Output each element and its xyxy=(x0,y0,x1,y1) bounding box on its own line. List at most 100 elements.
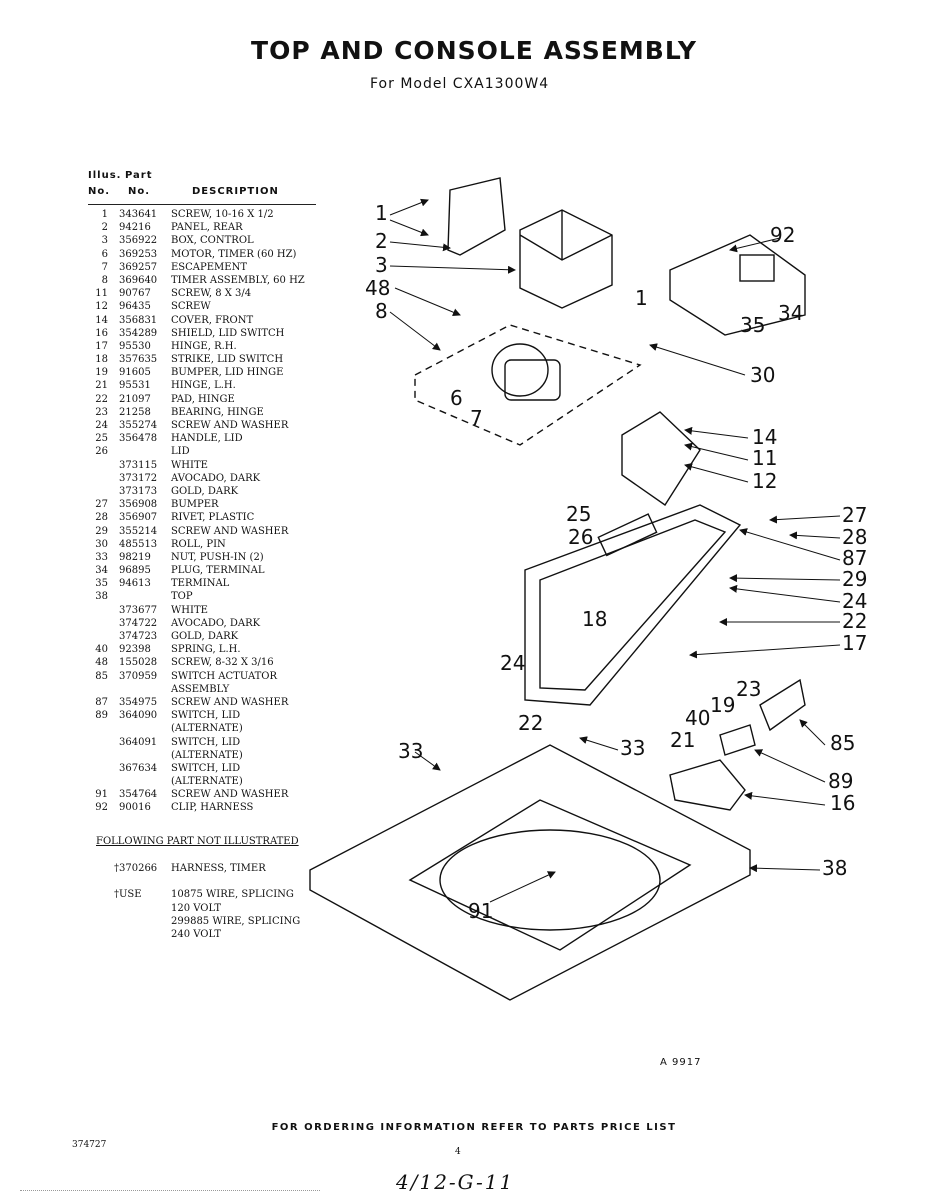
part-number: 373173 xyxy=(119,485,158,497)
table-row: 1991605Bumper, Lid Hinge xyxy=(88,366,328,379)
part-description: Harness, Timer xyxy=(171,863,266,874)
part-number: 369640 xyxy=(119,274,158,286)
illus-number: 3 xyxy=(101,235,108,247)
illus-number: 34 xyxy=(95,565,108,577)
part-number: 356478 xyxy=(119,433,158,445)
part-description: 120 Volt xyxy=(171,902,222,914)
table-row: 6369253Motor, Timer (60 HZ) xyxy=(88,248,328,261)
part-number: 90016 xyxy=(119,802,151,814)
illus-number: 17 xyxy=(95,340,108,352)
tub-rim xyxy=(439,829,661,931)
table-row: (Alternate) xyxy=(88,722,328,735)
illus-number: 16 xyxy=(95,327,108,339)
part-number: 90767 xyxy=(119,288,151,300)
part-description: (Alternate) xyxy=(171,749,243,761)
illus-number: 87 xyxy=(95,696,108,708)
part-number: 369253 xyxy=(119,248,158,260)
callout-28: 28 xyxy=(842,525,867,549)
part-description: Screw, 8 x 3/4 xyxy=(171,288,252,300)
part-description: Box, Control xyxy=(171,235,254,247)
table-row: 1296435Screw xyxy=(88,300,328,313)
illus-number: 11 xyxy=(95,288,108,300)
part-description: Lid xyxy=(171,446,190,458)
not-illustrated-row xyxy=(88,875,328,888)
table-row: 29355214Screw and Washer xyxy=(88,525,328,538)
part-number: 354764 xyxy=(119,789,158,801)
part-description: Switch, Lid xyxy=(171,762,241,774)
lid-switch xyxy=(719,724,756,756)
header-divider xyxy=(88,204,316,205)
header-part-no: No. xyxy=(128,186,151,197)
diagram-callouts: 1 1 2 3 48 8 6 7 92 34 35 30 14 11 12 25… xyxy=(365,201,867,923)
callout-24b: 24 xyxy=(500,651,525,675)
table-row: 38Top xyxy=(88,590,328,603)
illus-number: 18 xyxy=(95,354,108,366)
control-box xyxy=(519,209,613,309)
part-number: 94216 xyxy=(119,222,151,234)
callout-48: 48 xyxy=(365,276,390,300)
table-row: 373172Avocado, Dark xyxy=(88,472,328,485)
part-number: 356908 xyxy=(119,499,158,511)
table-row: 85370959Switch Actuator xyxy=(88,670,328,683)
part-number: 369257 xyxy=(119,261,158,273)
part-number: 485513 xyxy=(119,538,158,550)
part-number: 95530 xyxy=(119,340,151,352)
part-description: Gold, Dark xyxy=(171,485,239,497)
part-number: 354289 xyxy=(119,327,158,339)
part-number: 354975 xyxy=(119,696,158,708)
part-description: Screw and Washer xyxy=(171,420,289,431)
callout-29: 29 xyxy=(842,567,867,591)
table-row: 1343641Screw, 10-16 x 1/2 xyxy=(88,208,328,221)
table-row: 27356908Bumper xyxy=(88,498,328,511)
model-subtitle: For Model CXA1300W4 xyxy=(370,76,550,92)
part-number: 91605 xyxy=(119,367,151,379)
callout-1b: 1 xyxy=(635,286,648,310)
callout-17: 17 xyxy=(842,631,867,655)
part-description: 299885 Wire, Splicing xyxy=(171,915,301,927)
illus-number: 24 xyxy=(95,420,108,431)
header-part: Part xyxy=(125,170,153,181)
terminal-plug xyxy=(739,254,775,282)
callout-7: 7 xyxy=(470,406,483,430)
callout-1a: 1 xyxy=(375,201,388,225)
callout-24a: 24 xyxy=(842,589,867,613)
part-number: 364091 xyxy=(119,736,158,748)
exploded-parts-diagram: 1 1 2 3 48 8 6 7 92 34 35 30 14 11 12 25… xyxy=(309,177,867,1001)
part-description: Shield, Lid Switch xyxy=(171,327,285,339)
switch-actuator xyxy=(759,678,806,732)
callout-33a: 33 xyxy=(398,739,423,763)
callout-19: 19 xyxy=(710,693,735,717)
illus-number: 35 xyxy=(95,578,108,590)
part-description: Bumper, Lid Hinge xyxy=(171,367,284,379)
part-description: Screw xyxy=(171,301,211,313)
part-description: Rivet, Plastic xyxy=(171,512,255,524)
page-number: 4 xyxy=(455,1147,461,1157)
header-description: DESCRIPTION xyxy=(192,186,279,197)
table-row: 3356922Box, Control xyxy=(88,234,328,247)
timer-bracket xyxy=(414,324,642,446)
table-row: 4092398Spring, L.H. xyxy=(88,643,328,656)
part-description: Switch, Lid xyxy=(171,710,241,722)
table-row: 3594613Terminal xyxy=(88,577,328,590)
header-illus-no: No. xyxy=(88,186,111,197)
callout-16: 16 xyxy=(830,791,855,815)
part-number: 367634 xyxy=(119,762,158,774)
callout-8: 8 xyxy=(375,299,388,323)
callout-6: 6 xyxy=(450,386,463,410)
leader-lines xyxy=(389,198,841,903)
part-description: Bumper xyxy=(171,499,219,511)
part-description: Screw and Washer xyxy=(171,696,289,708)
part-description: Screw and Washer xyxy=(171,525,289,537)
callout-2: 2 xyxy=(375,229,388,253)
table-row: 3496895Plug, Terminal xyxy=(88,564,328,577)
header-illus: Illus. xyxy=(88,170,122,181)
part-number: 373115 xyxy=(119,459,158,471)
illus-number: 33 xyxy=(95,551,108,563)
illus-number: 12 xyxy=(95,301,108,313)
illus-number: 48 xyxy=(95,657,108,669)
illus-number: 7 xyxy=(101,261,108,273)
part-description: 10875 Wire, Splicing xyxy=(171,889,294,901)
callout-34: 34 xyxy=(778,301,803,325)
figure-number: A 9917 xyxy=(660,1057,702,1068)
